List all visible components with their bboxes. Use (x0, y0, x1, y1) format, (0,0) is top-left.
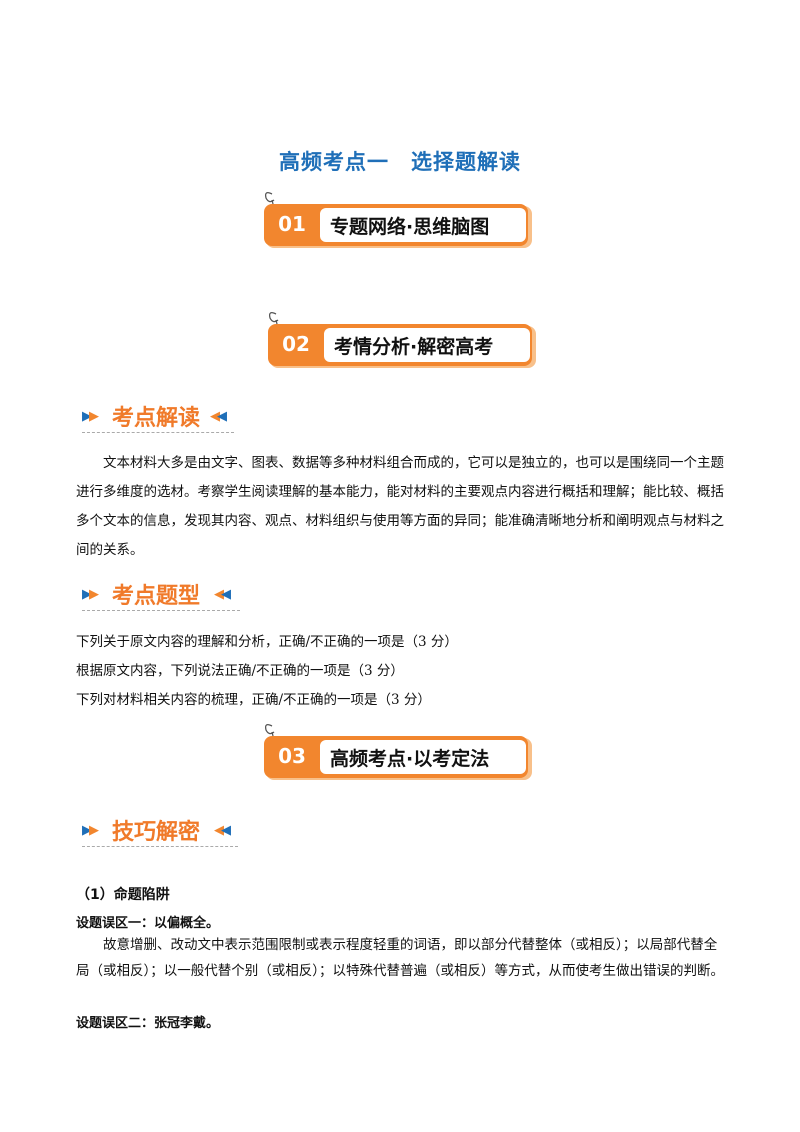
section-title: 考点解读 (112, 406, 201, 431)
question-type-item: 下列关于原文内容的理解和分析，正确/不正确的一项是（3 分） (76, 634, 458, 650)
banner-shape (268, 312, 536, 368)
trap-heading: （1）命题陷阱 (76, 887, 170, 903)
double-arrow-right-icon: ▶▶ (82, 409, 99, 424)
double-arrow-left-icon: ◀◀ (214, 823, 231, 838)
page-title: 高频考点一 选择题解读 (279, 150, 521, 174)
banner-number: 01 (278, 212, 306, 236)
section-kaodian-jiedu: ▶▶ 考点解读 ◀◀ (82, 400, 242, 440)
double-arrow-left-icon: ◀◀ (210, 409, 227, 424)
banner-label: 专题网络·思维脑图 (330, 216, 490, 238)
banner-number: 02 (282, 332, 310, 356)
section-kaodian-tixing: ▶▶ 考点题型 ◀◀ (82, 578, 242, 618)
jiedu-paragraph: 文本材料大多是由文字、图表、数据等多种材料组合而成的，它可以是独立的，也可以是围… (76, 455, 724, 558)
double-arrow-right-icon: ▶▶ (82, 823, 99, 838)
banner-shape (264, 724, 532, 780)
banner-02: 02 考情分析·解密高考 (266, 310, 546, 372)
section-title: 考点题型 (112, 584, 201, 609)
trap2-title: 设题误区二：张冠李戴。 (76, 1016, 220, 1031)
banner-01: 01 专题网络·思维脑图 (262, 190, 542, 252)
section-divider (82, 432, 234, 433)
trap1-title: 设题误区一：以偏概全。 (76, 916, 220, 931)
question-type-item: 根据原文内容，下列说法正确/不正确的一项是（3 分） (76, 663, 404, 679)
banner-number: 03 (278, 744, 306, 768)
trap1-text: 故意增删、改动文中表示范围限制或表示程度轻重的词语，即以部分代替整体（或相反）；… (76, 937, 724, 979)
section-divider (82, 610, 240, 611)
double-arrow-left-icon: ◀◀ (214, 587, 231, 602)
banner-label: 高频考点·以考定法 (330, 748, 490, 770)
banner-03: 03 高频考点·以考定法 (262, 722, 542, 784)
section-divider (82, 846, 238, 847)
banner-label: 考情分析·解密高考 (334, 336, 494, 358)
double-arrow-right-icon: ▶▶ (82, 587, 99, 602)
section-jiqiao-jiemi: ▶▶ 技巧解密 ◀◀ (82, 814, 242, 854)
banner-shape (264, 192, 532, 248)
question-type-item: 下列对材料相关内容的梳理，正确/不正确的一项是（3 分） (76, 692, 431, 708)
section-title: 技巧解密 (112, 820, 201, 845)
